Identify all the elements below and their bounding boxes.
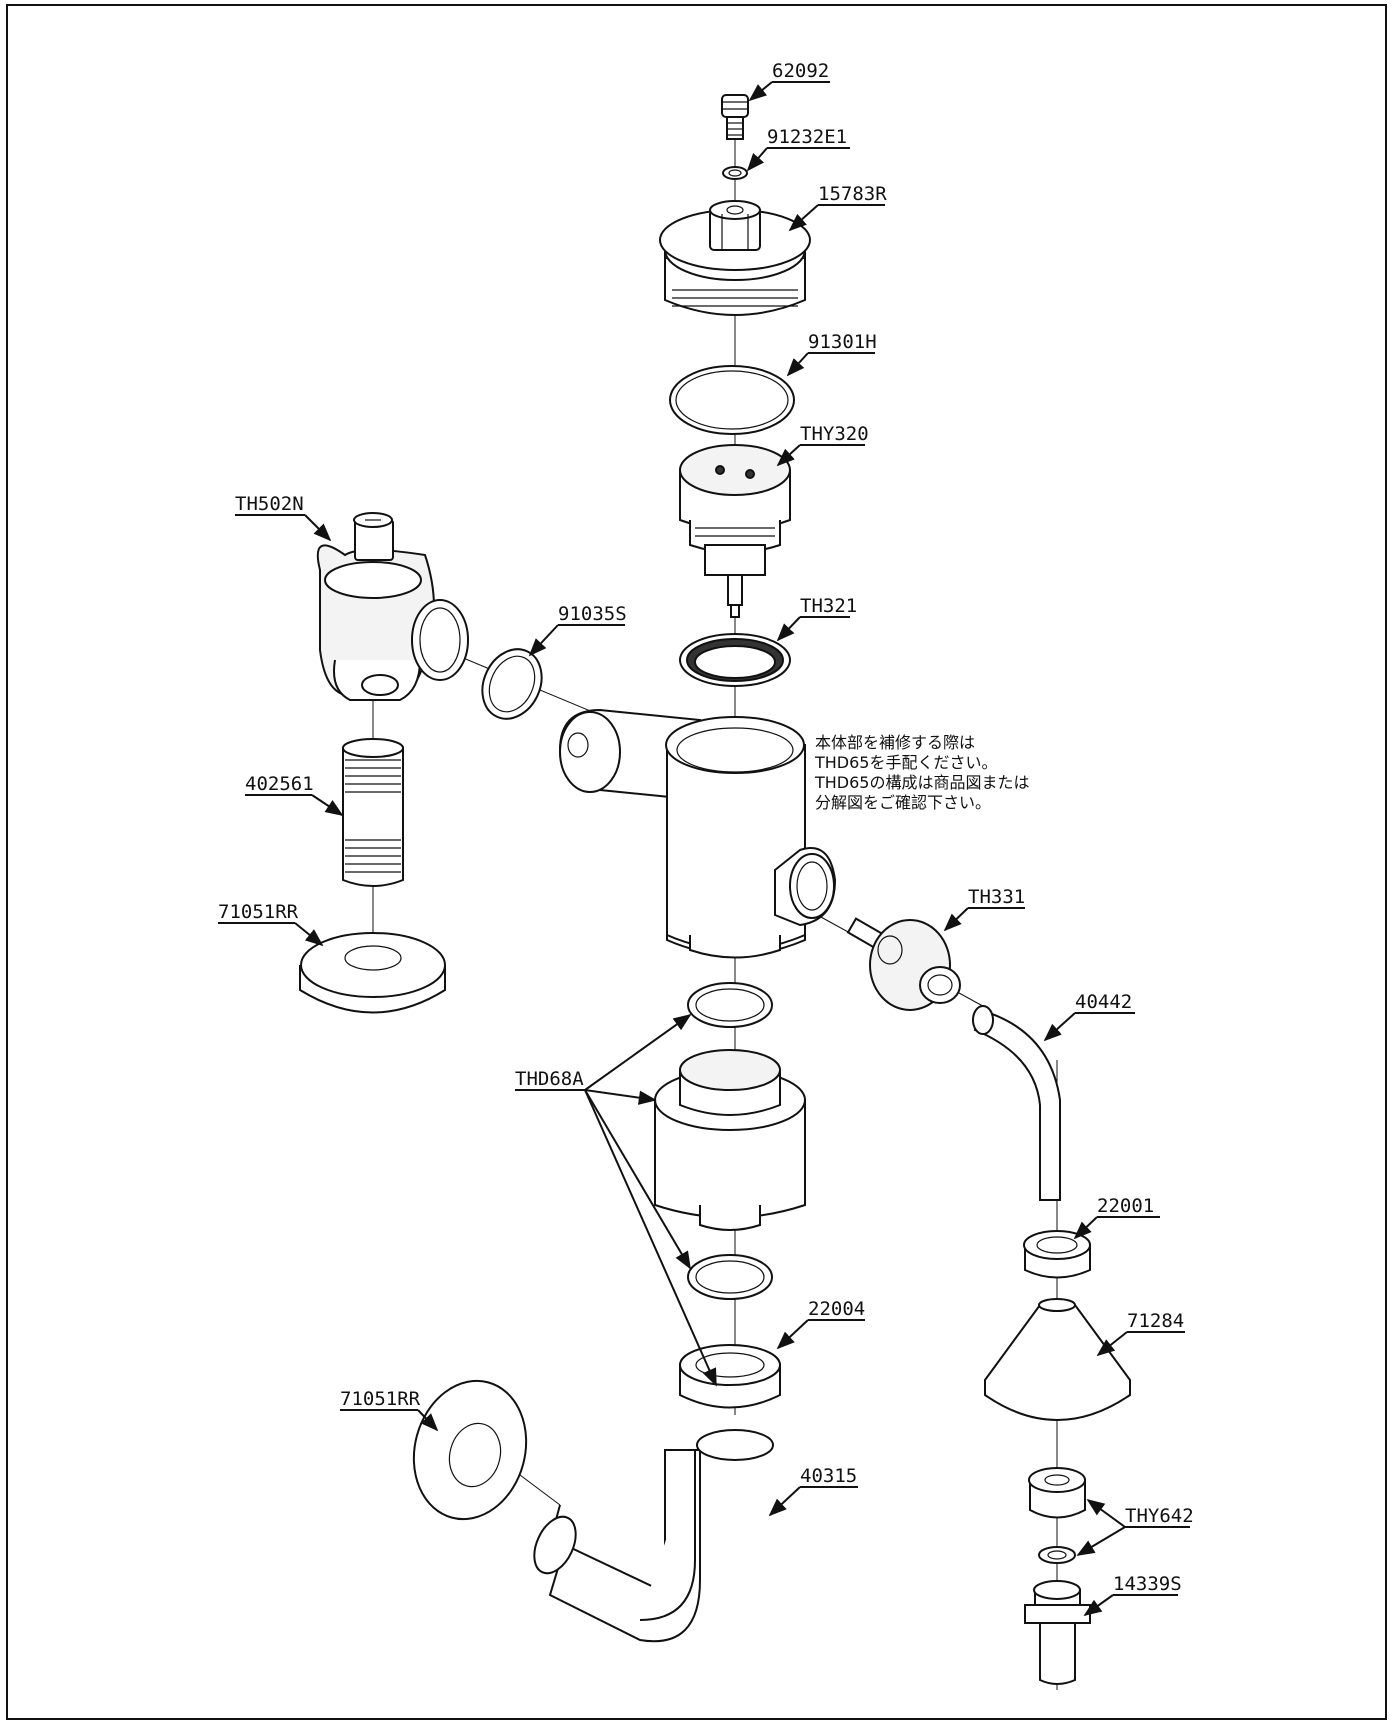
part-thy320-piston bbox=[679, 444, 791, 618]
label-22001: 22001 bbox=[1073, 1195, 1160, 1240]
part-40442-bent-tube bbox=[972, 1005, 1061, 1201]
part-14339s-adapter bbox=[1024, 1580, 1091, 1685]
note-line-4: 分解図をご確認下さい。 bbox=[815, 793, 991, 812]
part-40315-trap bbox=[533, 1429, 774, 1643]
label-71051rr-bottom: 71051RR bbox=[340, 1388, 439, 1432]
part-402561-nipple bbox=[342, 738, 404, 887]
part-th331-connector bbox=[846, 917, 961, 1011]
drawing-border bbox=[6, 4, 1387, 1720]
note-line-3: THD65の構成は商品図または bbox=[814, 773, 1030, 792]
label-th331: TH331 bbox=[943, 886, 1025, 932]
label-th502n: TH502N bbox=[235, 493, 332, 542]
repair-note: 本体部を補修する際は THD65を手配ください。 THD65の構成は商品図または… bbox=[814, 733, 1030, 812]
label-91232e1: 91232E1 bbox=[746, 126, 850, 172]
note-line-2: THD65を手配ください。 bbox=[814, 753, 998, 772]
part-91232e1-washer bbox=[722, 166, 748, 180]
label-thd68a: THD68A bbox=[515, 1013, 717, 1387]
label-40315: 40315 bbox=[768, 1465, 858, 1517]
label-71051rr-top: 71051RR bbox=[218, 901, 324, 947]
svg-text:15783R: 15783R bbox=[818, 183, 887, 205]
svg-text:THD68A: THD68A bbox=[515, 1068, 584, 1090]
part-main-body bbox=[558, 708, 837, 959]
label-thy642: THY642 bbox=[1076, 1498, 1194, 1556]
label-71284: 71284 bbox=[1096, 1310, 1185, 1357]
part-71051rr-flange-bottom bbox=[412, 1379, 528, 1521]
svg-text:THY320: THY320 bbox=[800, 423, 869, 445]
svg-text:71051RR: 71051RR bbox=[218, 901, 299, 923]
label-402561: 402561 bbox=[245, 773, 344, 816]
svg-text:40442: 40442 bbox=[1075, 991, 1132, 1013]
label-22004: 22004 bbox=[776, 1298, 865, 1350]
svg-text:40315: 40315 bbox=[800, 1465, 857, 1487]
part-71051rr-flange-top bbox=[299, 932, 446, 1014]
svg-text:402561: 402561 bbox=[245, 773, 314, 795]
svg-text:TH321: TH321 bbox=[800, 595, 857, 617]
label-thy320: THY320 bbox=[776, 423, 869, 467]
part-22004-nut bbox=[679, 1344, 781, 1409]
svg-text:TH331: TH331 bbox=[968, 886, 1025, 908]
label-91035s: 91035S bbox=[528, 603, 627, 657]
svg-text:91301H: 91301H bbox=[808, 331, 877, 353]
svg-text:22001: 22001 bbox=[1097, 1195, 1154, 1217]
label-91301h: 91301H bbox=[786, 331, 877, 377]
svg-text:71284: 71284 bbox=[1127, 1310, 1184, 1332]
label-40442: 40442 bbox=[1043, 991, 1135, 1042]
svg-text:62092: 62092 bbox=[772, 60, 829, 82]
svg-text:THY642: THY642 bbox=[1125, 1505, 1194, 1527]
part-th321-ring bbox=[679, 633, 791, 687]
part-71284-cone bbox=[984, 1298, 1131, 1421]
label-15783r: 15783R bbox=[788, 183, 887, 232]
part-91301h-oring bbox=[669, 365, 795, 435]
part-62092-screw bbox=[721, 94, 749, 140]
svg-text:91035S: 91035S bbox=[558, 603, 627, 625]
part-91035s-gasket bbox=[481, 648, 543, 720]
svg-text:71051RR: 71051RR bbox=[340, 1388, 421, 1410]
label-th321: TH321 bbox=[776, 595, 857, 642]
svg-text:TH502N: TH502N bbox=[235, 493, 304, 515]
part-thd68a-check-valve bbox=[654, 982, 806, 1300]
svg-text:14339S: 14339S bbox=[1113, 1573, 1182, 1595]
svg-text:22004: 22004 bbox=[808, 1298, 865, 1320]
part-th502n-stop-valve bbox=[316, 512, 469, 701]
part-thy642-fitting bbox=[1028, 1467, 1086, 1564]
label-14339s: 14339S bbox=[1083, 1573, 1182, 1617]
svg-text:91232E1: 91232E1 bbox=[767, 126, 847, 148]
note-line-1: 本体部を補修する際は bbox=[815, 733, 975, 752]
part-15783r-cap bbox=[659, 200, 811, 316]
label-62092: 62092 bbox=[748, 60, 830, 102]
part-22001-nut bbox=[1023, 1230, 1091, 1279]
